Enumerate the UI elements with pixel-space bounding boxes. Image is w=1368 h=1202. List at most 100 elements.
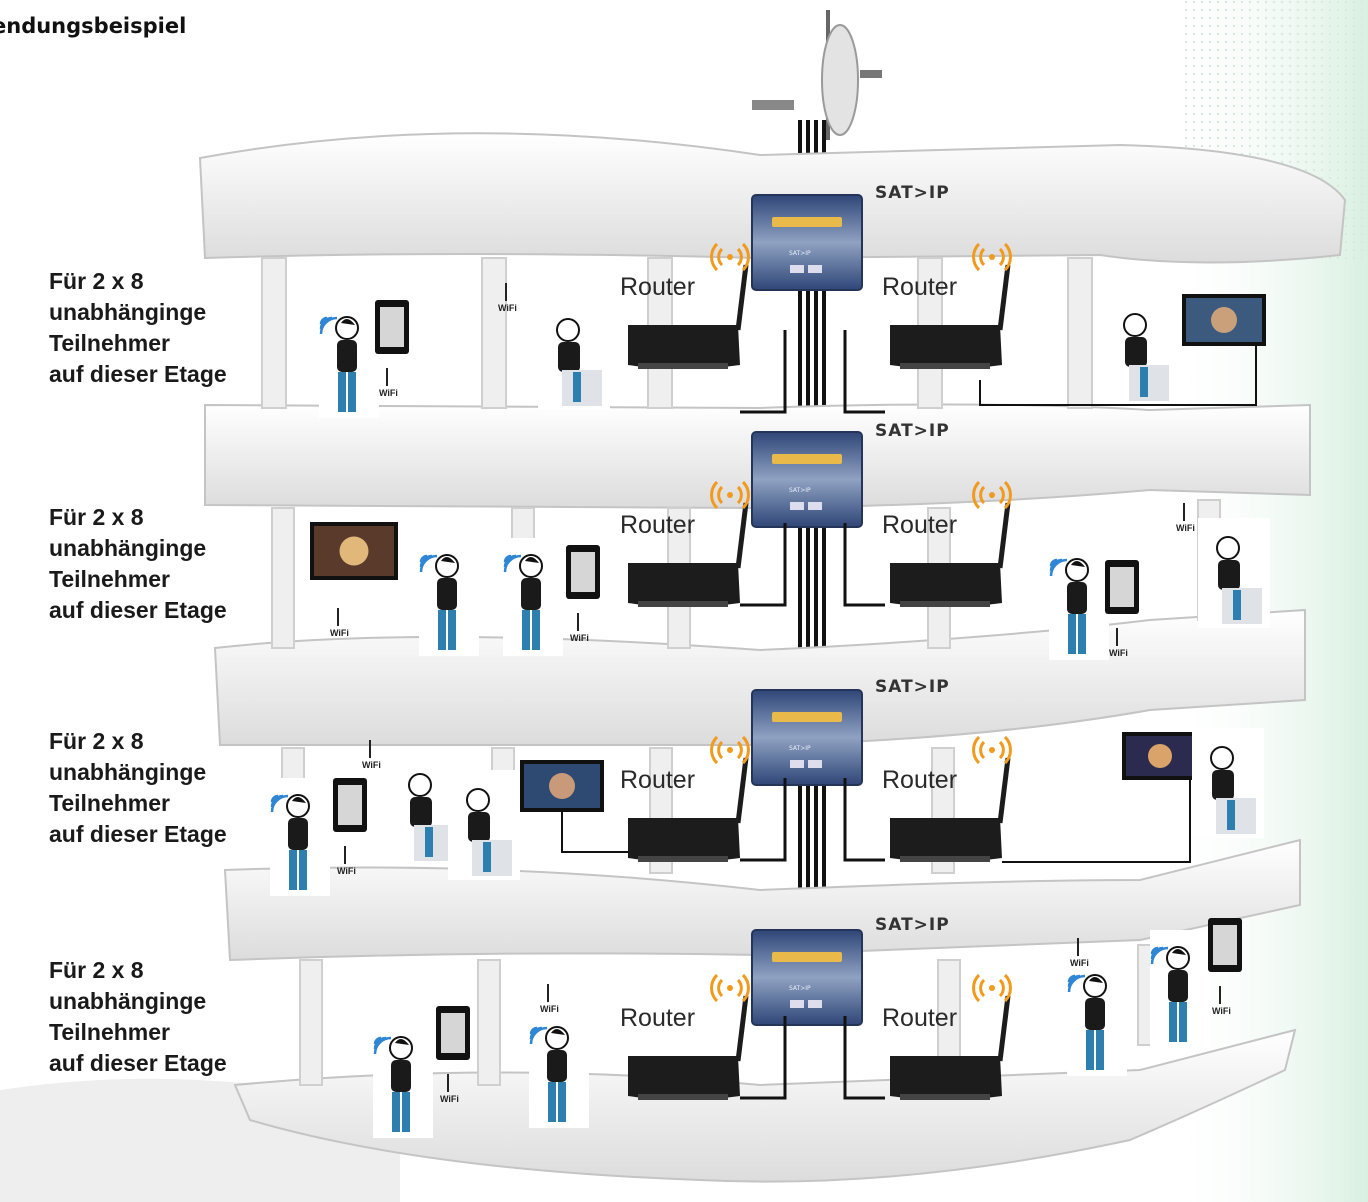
- person: [1049, 542, 1109, 660]
- multiswitch-text: SAT>IP: [789, 985, 811, 992]
- person-leg: [532, 610, 540, 650]
- router-antenna: [997, 995, 1011, 1062]
- person: [373, 1020, 433, 1138]
- router-antenna: [735, 502, 749, 569]
- signal-dot: [727, 254, 733, 260]
- signal-icon: [710, 973, 750, 1003]
- wifi-label: WiFi: [1176, 523, 1195, 533]
- wifi-wave: [270, 794, 289, 813]
- router-body: [890, 325, 1002, 369]
- person-hair: [292, 796, 306, 803]
- person-leg: [573, 372, 581, 402]
- chair: [562, 370, 602, 406]
- signal-dot: [727, 747, 733, 753]
- cable: [843, 778, 885, 862]
- tv-screen: [1122, 732, 1198, 780]
- signal-dot: [989, 747, 995, 753]
- person-torso: [410, 797, 432, 827]
- person-leg: [522, 610, 530, 650]
- signal-dot: [989, 492, 995, 498]
- wifi-label: WiFi: [379, 388, 398, 398]
- signal-icon: [710, 480, 750, 510]
- router-body: [890, 563, 1002, 607]
- router: Router: [882, 242, 1012, 369]
- wifi-label: WiFi: [330, 628, 349, 638]
- person-leg: [338, 372, 346, 412]
- seated-person: [1198, 518, 1270, 628]
- person-torso: [1218, 560, 1240, 590]
- router: Router: [620, 735, 750, 862]
- router-antenna: [997, 757, 1011, 824]
- chair: [472, 840, 512, 876]
- person-leg: [548, 1082, 556, 1122]
- signal-arc: [998, 485, 1005, 505]
- router-antenna: [997, 502, 1011, 569]
- signal-arc: [972, 480, 981, 510]
- floor-label-line4: auf dieser Etage: [49, 1050, 227, 1076]
- tablet-screen: [441, 1013, 465, 1053]
- wifi-wave: [1049, 558, 1068, 577]
- signal-arc: [710, 242, 719, 272]
- satip-multiswitch: SAT>IP SAT>IP: [751, 915, 950, 1026]
- wifi-wave: [503, 554, 522, 573]
- cable: [843, 330, 885, 414]
- satip-label: SAT>IP: [875, 421, 950, 441]
- cable: [740, 1016, 787, 1100]
- multiswitch-port: [808, 1000, 822, 1008]
- wifi-wave: [319, 316, 338, 335]
- person-torso: [337, 340, 357, 372]
- signal-dot: [989, 254, 995, 260]
- router-body: [628, 1056, 740, 1100]
- wifi-wave: [419, 554, 438, 573]
- router-base: [900, 363, 990, 369]
- person-torso: [288, 818, 308, 850]
- signal-arc: [979, 740, 986, 760]
- router-base: [900, 856, 990, 862]
- person-torso: [1085, 998, 1105, 1030]
- signal-arc: [710, 480, 719, 510]
- router: Router: [620, 973, 750, 1100]
- router-base: [638, 1094, 728, 1100]
- person-leg: [289, 850, 297, 890]
- chair: [1129, 365, 1169, 401]
- floor-label-second: Für 2 x 8 unabhänginge Teilnehmer auf di…: [49, 502, 289, 626]
- multiswitch-text: SAT>IP: [789, 250, 811, 257]
- router-body: [890, 1056, 1002, 1100]
- multiswitch-port: [808, 760, 822, 768]
- person: [529, 1010, 589, 1128]
- signal-arc: [710, 973, 719, 1003]
- diagram-heading: endungsbeispiel: [0, 14, 187, 38]
- wifi-label: WiFi: [1109, 648, 1128, 658]
- router-label: Router: [882, 511, 957, 539]
- signal-icon: [972, 973, 1012, 1003]
- signal-arc: [979, 247, 986, 267]
- signal-arc: [710, 735, 719, 765]
- cable: [843, 1016, 885, 1100]
- cable: [740, 330, 787, 414]
- signal-arc: [717, 978, 724, 998]
- tv-figure: [339, 536, 369, 566]
- multiswitch-port: [790, 1000, 804, 1008]
- wifi-label: WiFi: [1070, 958, 1089, 968]
- person-torso: [558, 342, 580, 372]
- signal-arc: [736, 247, 743, 267]
- person-leg: [1179, 1002, 1187, 1042]
- router-label: Router: [882, 766, 957, 794]
- person-hair: [1071, 560, 1085, 567]
- person-leg: [299, 850, 307, 890]
- multiswitch-body: [751, 194, 863, 291]
- floor-label-line2: unabhänginge: [49, 535, 207, 561]
- person: [319, 300, 379, 418]
- tv-screen: [310, 522, 398, 580]
- person-head: [1216, 536, 1240, 560]
- floor-label-line2: unabhänginge: [49, 759, 207, 785]
- tablet: WiFi: [566, 545, 600, 643]
- multiswitch-text: SAT>IP: [789, 745, 811, 752]
- person-leg: [348, 372, 356, 412]
- person-leg: [1086, 1030, 1094, 1070]
- cable: [740, 523, 787, 607]
- router-label: Router: [620, 766, 695, 794]
- person-torso: [1067, 582, 1087, 614]
- satip-label: SAT>IP: [875, 915, 950, 935]
